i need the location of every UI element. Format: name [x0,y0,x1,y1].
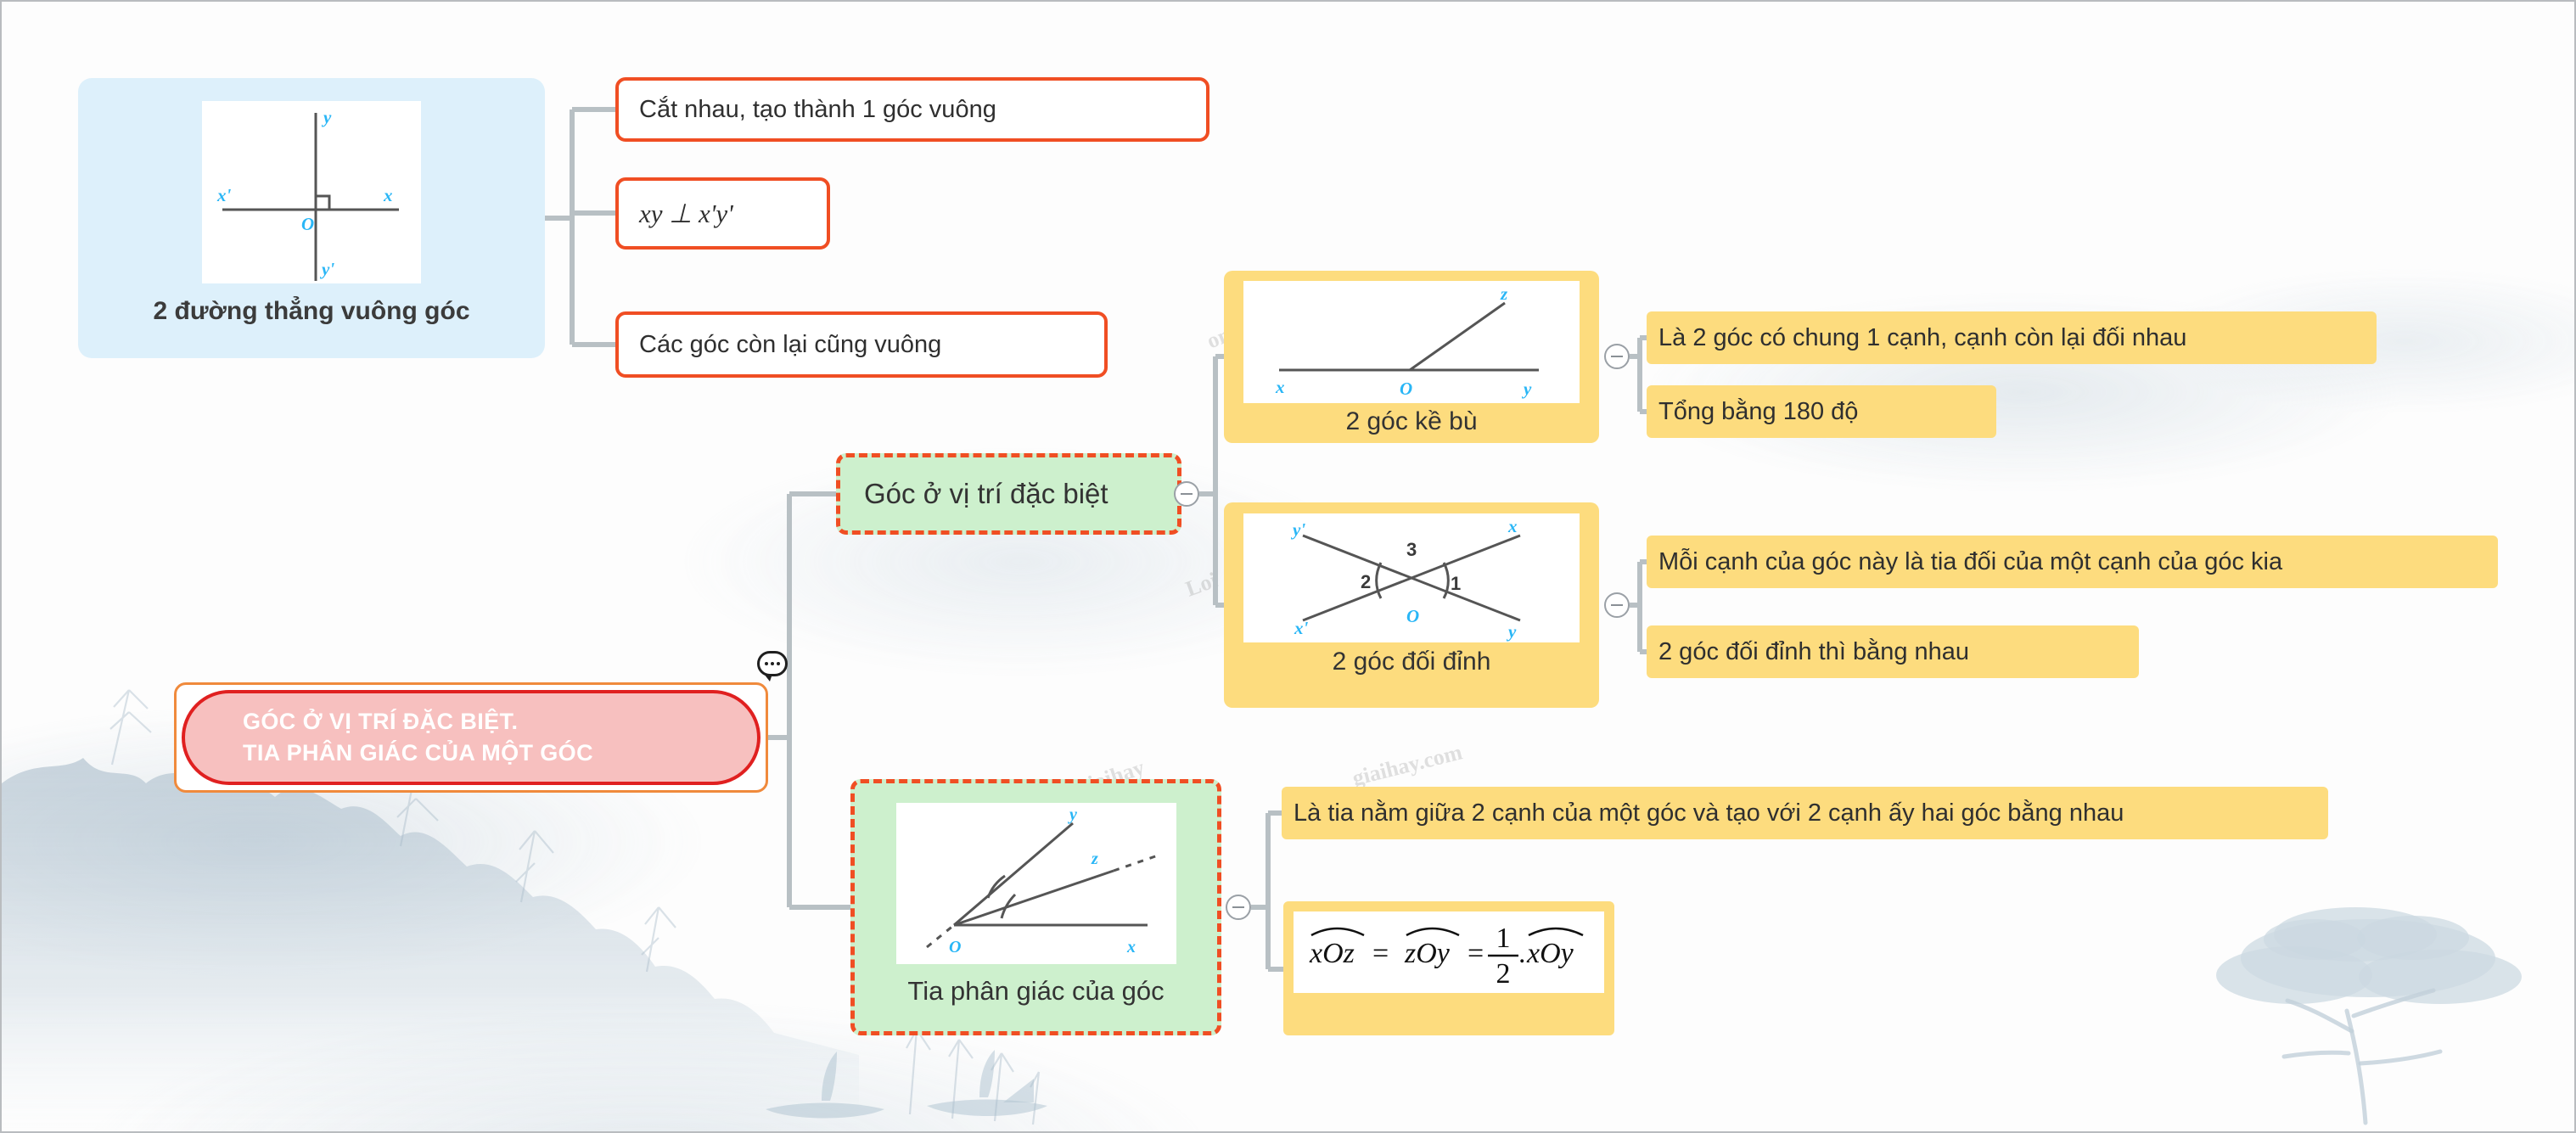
background-boats [766,1050,1047,1119]
leaf-label: Các góc còn lại cũng vuông [639,330,942,358]
figure-label-O: O [1406,606,1419,626]
figure-label-O: O [301,214,314,234]
figure-label-x: x [1126,938,1136,956]
collapse-minus-icon[interactable] [1604,344,1630,369]
leaf-vertical-equal[interactable]: 2 góc đối đỉnh thì bằng nhau [1647,625,2139,678]
leaf-label: Mỗi cạnh của góc này là tia đối của một … [1658,547,2283,575]
formula-denominator: 2 [1496,958,1511,990]
node-vertical-label: 2 góc đối đỉnh [1332,648,1491,676]
leaf-label: Cắt nhau, tạo thành 1 góc vuông [639,95,996,123]
dot [777,662,780,665]
collapse-minus-icon[interactable] [1226,895,1251,920]
root-label: GÓC Ở VỊ TRÍ ĐẶC BIỆT. TIA PHÂN GIÁC CỦA… [243,708,593,766]
figure-label-x-prime: x' [216,185,232,205]
node-perpendicular-lines[interactable]: y x' x O y' 2 đường thẳng vuông góc [78,78,545,358]
formula-equals-2: = [1468,938,1484,969]
dot [771,662,774,665]
node-special-label: Góc ở vị trí đặc biệt [864,478,1108,509]
figure-label-y-prime: y' [319,259,334,279]
figure-label-x: x [1275,377,1285,397]
leaf-bisector-definition[interactable]: Là tia nằm giữa 2 cạnh của một góc và tạ… [1282,787,2328,839]
figure-label-x: x [1507,516,1518,536]
node-special-position-angles[interactable]: Góc ở vị trí đặc biệt [836,453,1181,535]
background-tree-silhouette [2216,907,2522,1125]
figure-label-z: z [1091,850,1098,868]
leaf-intersect-right-angle[interactable]: Cắt nhau, tạo thành 1 góc vuông [615,77,1209,142]
figure-label-y: y [1068,805,1077,824]
perpendicular-lines-diagram: y x' x O y' [202,101,421,283]
leaf-perpendicular-formula[interactable]: xy ⊥ x'y' [615,177,830,250]
node-vertical-angles[interactable]: y' x O x' y 3 2 1 2 góc đối đỉnh [1224,502,1599,708]
leaf-label: Là 2 góc có chung 1 cạnh, cạnh còn lại đ… [1658,323,2187,351]
figure-label-O: O [949,938,961,956]
node-bisector-label: Tia phân giác của góc [907,976,1165,1006]
watermark-text: giaihay.com [1350,739,1465,791]
node-perpendicular-label: 2 đường thẳng vuông góc [153,297,470,325]
leaf-bisector-formula[interactable]: xOz = zOy = 1 2 . xOy [1283,901,1614,1035]
angle-bisector-diagram: y z O x [895,803,1176,964]
leaf-label: Tổng bằng 180 độ [1658,397,1859,425]
formula-dot: . [1518,938,1526,969]
figure-label-1: 1 [1451,573,1461,594]
collapse-minus-icon[interactable] [1604,592,1630,618]
figure-label-x-prime: x' [1294,618,1309,638]
comment-ellipsis-bubble-icon[interactable] [757,651,788,681]
formula-panel: xOz = zOy = 1 2 . xOy [1294,911,1604,993]
node-adjacent-supplementary-angles[interactable]: z x O y 2 góc kề bù [1224,271,1599,443]
collapse-minus-icon[interactable] [1174,481,1199,507]
figure-label-y: y [321,107,332,127]
formula-term-c: xOy [1526,938,1574,969]
figure-label-3: 3 [1406,539,1417,560]
leaf-label: Là tia nằm giữa 2 cạnh của một góc và tạ… [1294,799,2124,827]
formula-term-a: xOz [1309,938,1355,969]
figure-label-y-prime: y' [1290,519,1305,540]
leaf-formula: xy ⊥ x'y' [639,198,733,228]
leaf-other-angles-right[interactable]: Các góc còn lại cũng vuông [615,311,1108,378]
node-angle-bisector[interactable]: y z O x Tia phân giác của góc [850,779,1221,1035]
node-adjacent-label: 2 góc kề bù [1345,407,1478,435]
figure-label-O: O [1400,379,1412,399]
formula-numerator: 1 [1496,923,1511,954]
watermark-text: Loi [1182,567,1221,602]
vertical-angles-diagram: y' x O x' y 3 2 1 [1243,513,1580,642]
dot [765,662,768,665]
figure-label-x: x [383,185,393,205]
formula-term-b: zOy [1404,938,1451,969]
formula-equals-1: = [1372,938,1389,969]
figure-label-y: y [1521,379,1532,399]
leaf-label: 2 góc đối đỉnh thì bằng nhau [1658,637,1970,665]
figure-label-y: y [1506,621,1517,642]
root-node[interactable]: GÓC Ở VỊ TRÍ ĐẶC BIỆT. TIA PHÂN GIÁC CỦA… [174,682,768,793]
root-pill[interactable]: GÓC Ở VỊ TRÍ ĐẶC BIỆT. TIA PHÂN GIÁC CỦA… [182,690,760,785]
leaf-adjacent-definition[interactable]: Là 2 góc có chung 1 cạnh, cạnh còn lại đ… [1647,311,2377,364]
adjacent-supplementary-angles-diagram: z x O y [1243,281,1580,403]
bisector-formula: xOz = zOy = 1 2 . xOy [1309,923,1584,990]
leaf-vertical-definition[interactable]: Mỗi cạnh của góc này là tia đối của một … [1647,536,2498,588]
leaf-adjacent-sum-180[interactable]: Tổng bằng 180 độ [1647,385,1996,438]
figure-label-2: 2 [1361,571,1371,592]
figure-label-z: z [1500,283,1508,304]
